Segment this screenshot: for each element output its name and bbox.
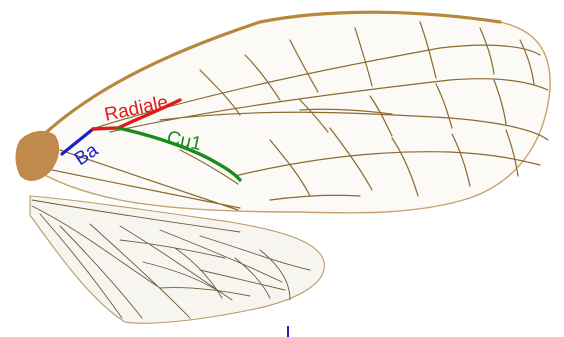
hind-wing xyxy=(30,196,324,323)
hind-wing-membrane xyxy=(30,196,324,323)
forewing xyxy=(16,12,551,213)
